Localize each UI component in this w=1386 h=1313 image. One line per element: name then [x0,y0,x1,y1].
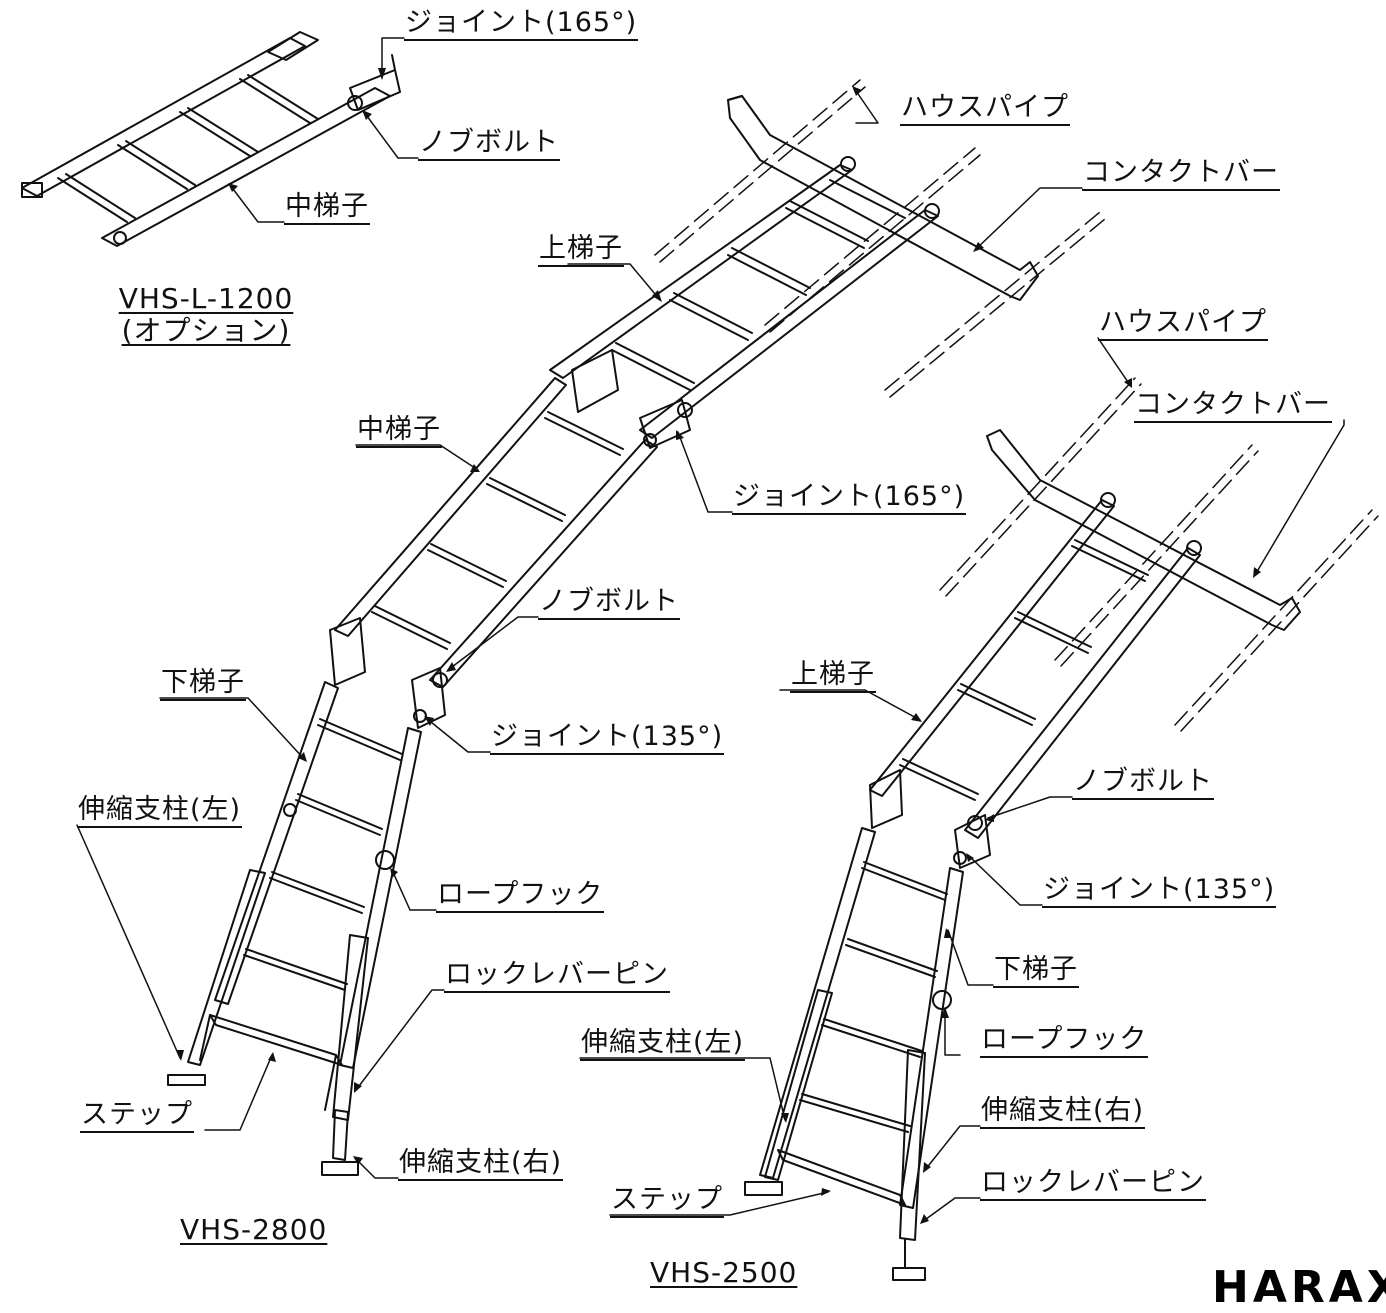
label-joint165-left: ジョイント(165°) [732,482,967,515]
model-2800: VHS-2800 [180,1213,328,1246]
label-upper-ladder-left: 上梯子 [538,234,624,267]
label-step-right: ステップ [610,1185,724,1218]
label-upper-ladder-right: 上梯子 [790,660,876,693]
label-telescopic-left-2500: 伸縮支柱(左) [580,1028,746,1061]
label-knob-bolt-left: ノブボルト [538,587,680,620]
option-ladder [22,32,400,246]
brand-logo: HARAX [1212,1262,1386,1313]
leader-arrowheads [176,68,1261,1224]
label-telescopic-left-2800: 伸縮支柱(左) [77,795,243,828]
label-telescopic-right-2800: 伸縮支柱(右) [398,1148,564,1181]
label-lock-lever-pin-left: ロックレバーピン [444,960,670,993]
label-house-pipe-left: ハウスパイプ [900,93,1070,126]
label-step-left: ステップ [80,1100,194,1133]
label-option-joint: ジョイント(165°) [404,8,639,41]
label-lower-ladder-left: 下梯子 [160,668,246,701]
label-contact-bar-right: コンタクトバー [1134,390,1332,423]
label-joint135-right: ジョイント(135°) [1042,875,1277,908]
model-option: VHS-L-1200 [118,282,294,315]
label-lower-ladder-right: 下梯子 [993,955,1079,988]
label-option-middle-ladder: 中梯子 [284,192,370,225]
label-contact-bar-left: コンタクトバー [1082,158,1280,191]
label-lock-lever-pin-right: ロックレバーピン [980,1168,1206,1201]
label-house-pipe-right: ハウスパイプ [1098,308,1268,341]
label-rope-hook-left: ロープフック [436,880,605,913]
model-option-note: (オプション) [121,314,291,347]
label-middle-ladder-left: 中梯子 [356,415,442,448]
leader-lines [77,38,1344,1222]
label-knob-bolt-right: ノブボルト [1072,767,1214,800]
label-rope-hook-right: ロープフック [980,1025,1149,1058]
label-telescopic-right-2500: 伸縮支柱(右) [980,1096,1146,1129]
vhs-2800-ladder [168,80,1105,1175]
vhs-2500-ladder [745,378,1378,1280]
label-option-knob-bolt: ノブボルト [418,128,560,161]
label-joint135-left: ジョイント(135°) [490,722,725,755]
model-2500: VHS-2500 [650,1256,798,1289]
